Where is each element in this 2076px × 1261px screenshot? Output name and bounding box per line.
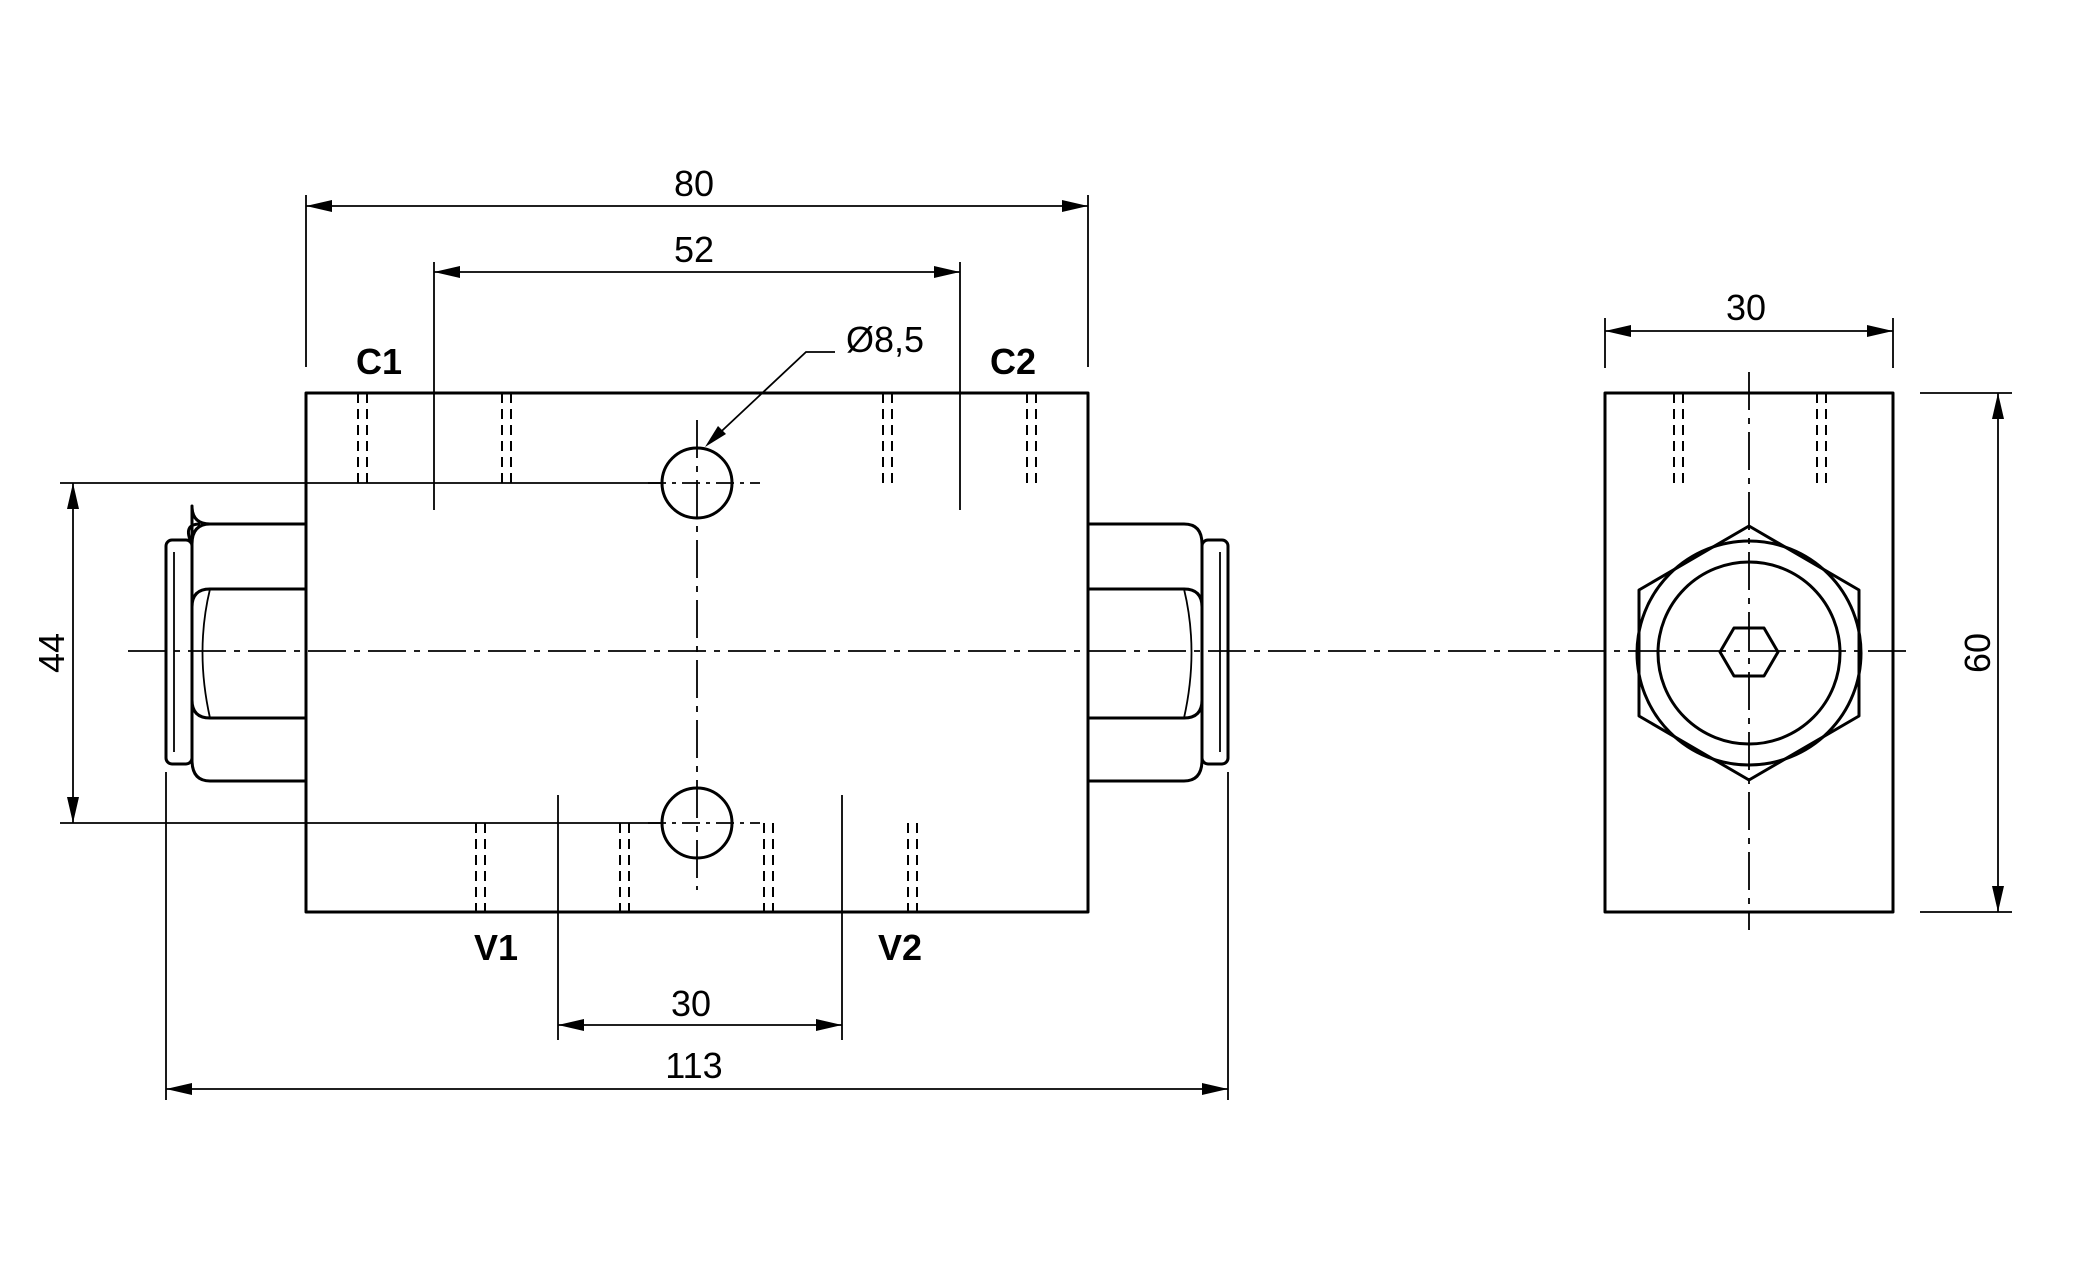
hex-socket	[1718, 626, 1780, 678]
right-fitting	[1088, 522, 1230, 783]
port-label-v2: V2	[878, 927, 922, 968]
dim-text-hole-diameter: Ø8,5	[846, 319, 924, 360]
left-fitting	[164, 504, 306, 783]
dimension-total-length: 113	[166, 1045, 1228, 1095]
hidden-ports-top	[357, 378, 1037, 510]
dim-text-60: 60	[1957, 633, 1998, 673]
dim-text-113: 113	[665, 1045, 722, 1086]
dim-text-52: 52	[674, 229, 714, 270]
dimension-overall-width: 80	[306, 163, 1088, 212]
side-body	[1603, 391, 1895, 914]
dim-text-44: 44	[31, 633, 72, 673]
port-label-v1: V1	[474, 927, 518, 968]
front-view: 80 52 Ø8,5 30 113	[31, 163, 1910, 1100]
dimension-bolt-spacing-bottom: 30	[558, 983, 842, 1031]
dimension-bolt-spacing-top: 52	[434, 229, 960, 278]
dimension-side-height: 60	[1957, 393, 2004, 912]
dim-text-30-bottom: 30	[671, 983, 711, 1024]
port-label-c2: C2	[990, 341, 1036, 382]
dimension-side-width: 30	[1605, 287, 1893, 337]
hidden-ports-bottom	[475, 795, 918, 1040]
port-label-c1: C1	[356, 341, 402, 382]
valve-body	[304, 391, 1090, 914]
dim-text-80: 80	[674, 163, 714, 204]
dimension-hole-spacing-vertical: 44	[31, 483, 79, 823]
side-view: 30 60	[1603, 287, 2012, 930]
dimension-hole-diameter: Ø8,5	[705, 319, 924, 447]
dim-text-30-side: 30	[1726, 287, 1766, 328]
